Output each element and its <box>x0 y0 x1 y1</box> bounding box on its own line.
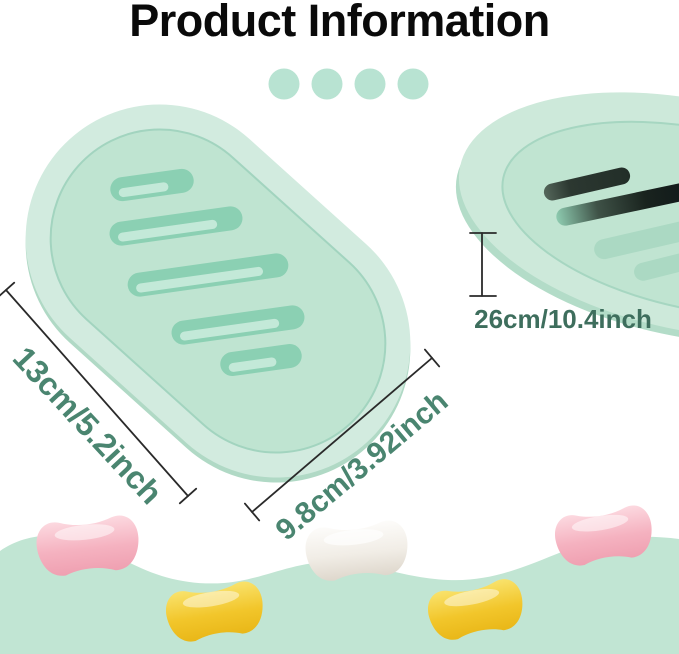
dimension-label-length: 26cm/10.4inch <box>474 304 652 334</box>
dot-icon <box>354 68 386 100</box>
dish-slot <box>127 253 289 297</box>
main-dish-recess <box>49 128 387 454</box>
dish-slot <box>220 343 302 377</box>
dot-icon <box>397 68 429 100</box>
side-dish-slot <box>594 218 679 260</box>
main-soap-dish <box>25 104 411 483</box>
dish-slot <box>109 206 243 246</box>
main-dish-slots <box>109 168 305 377</box>
page-title: Product Information <box>129 0 550 46</box>
soap-bar-pink-left <box>34 513 142 579</box>
soap-bar-yellow-right <box>424 576 528 644</box>
soap-bar-white-center <box>303 518 411 584</box>
soap-bar-pink-right <box>552 502 656 569</box>
dimension-line-length <box>469 232 497 297</box>
soap-bar-yellow-left <box>163 578 267 645</box>
side-dish-slot <box>543 167 631 201</box>
side-dish-slot <box>634 245 679 281</box>
dimension-line-width <box>0 281 198 505</box>
decor-dots <box>268 68 429 100</box>
dot-icon <box>268 68 300 100</box>
side-dish-slot <box>556 182 679 226</box>
dimension-line-depth <box>243 348 441 522</box>
side-soap-dish <box>455 92 679 344</box>
dimension-lines <box>0 232 497 522</box>
side-dish-recess <box>501 120 679 318</box>
dish-slot <box>171 305 305 345</box>
dot-icon <box>311 68 343 100</box>
dish-slot <box>110 168 194 202</box>
